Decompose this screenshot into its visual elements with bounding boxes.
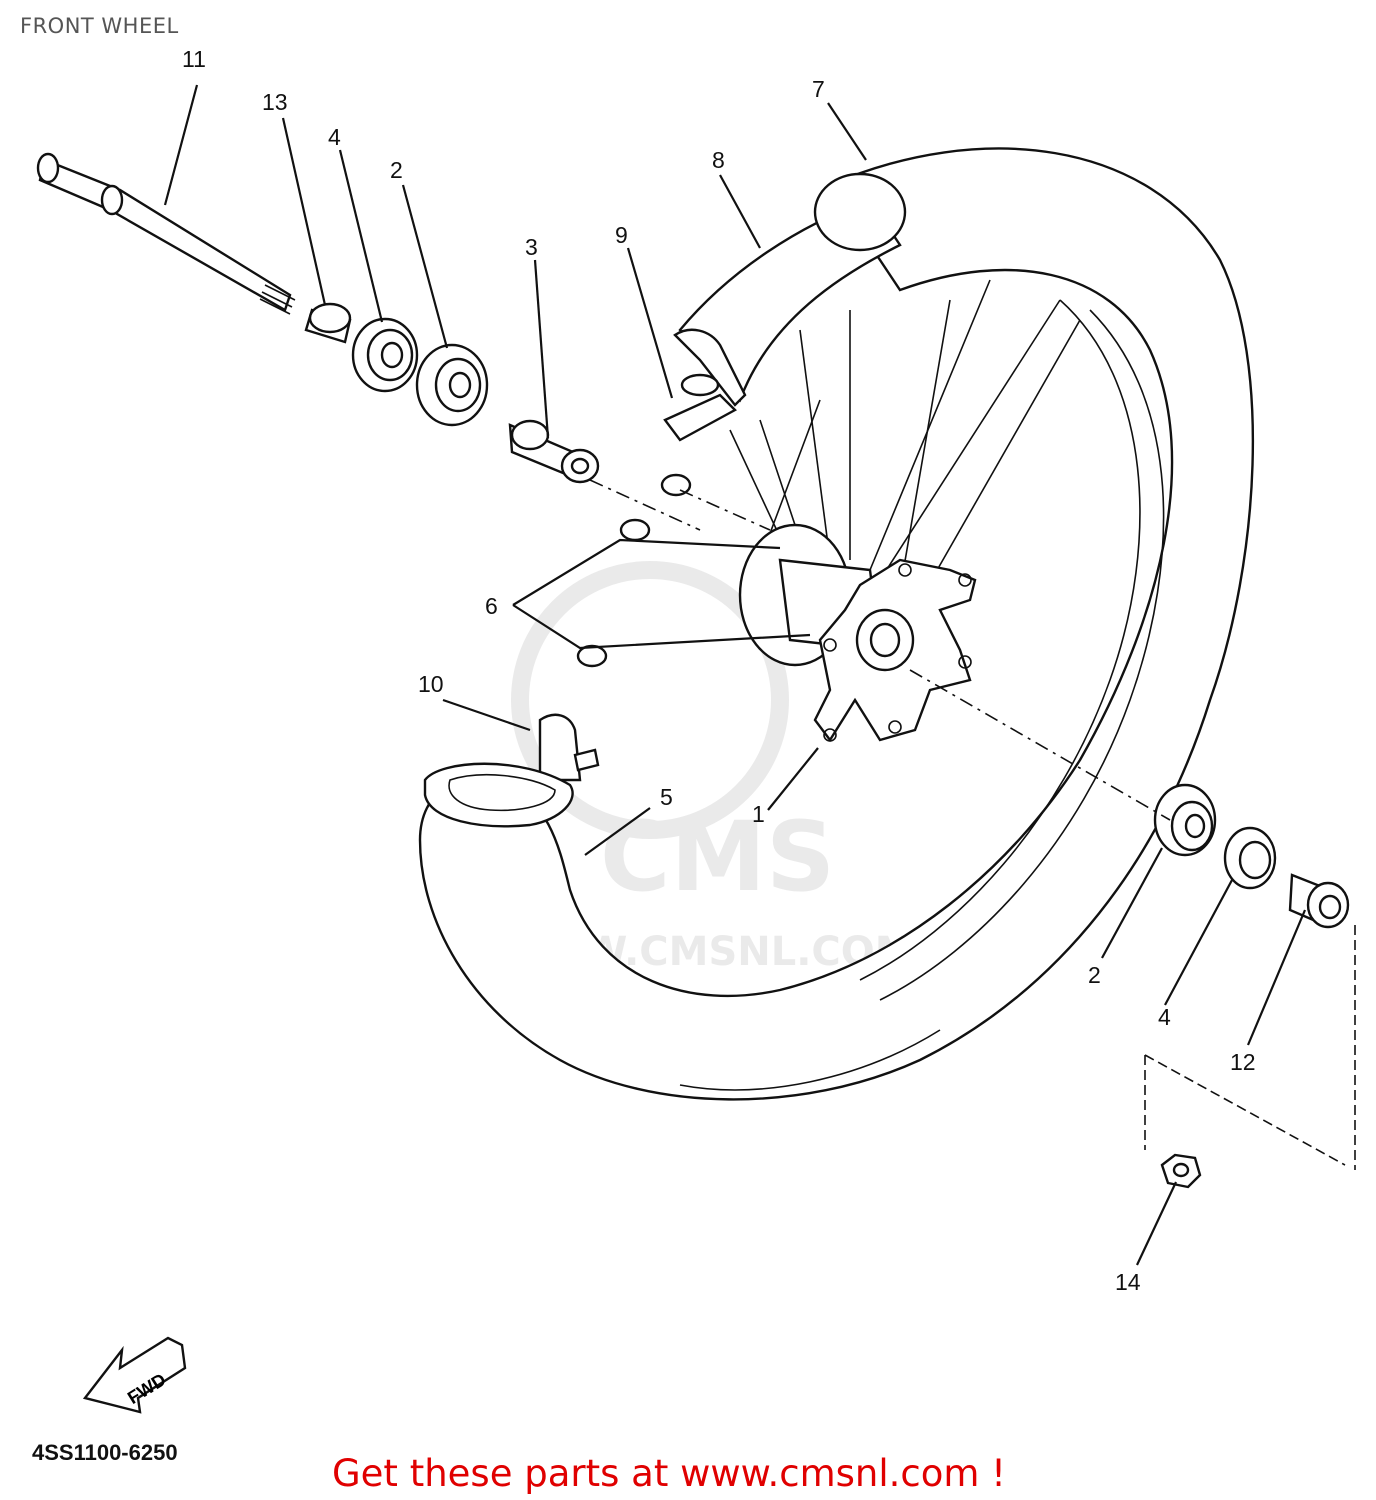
oil-seal-left	[351, 317, 419, 393]
oil-seal-right	[1223, 826, 1277, 890]
watermark-brand: CMS	[600, 801, 835, 913]
callout-8: 8	[712, 147, 725, 173]
bearing-right	[1153, 783, 1217, 857]
promo-link[interactable]: Get these parts at www.cmsnl.com !	[332, 1452, 1007, 1495]
collar-13	[304, 302, 352, 344]
callout-13: 13	[262, 89, 288, 115]
fwd-arrow: FWD	[82, 1336, 187, 1414]
hub	[738, 523, 977, 743]
callout-2-right: 2	[1088, 962, 1101, 988]
callout-6: 6	[485, 593, 498, 619]
bearing-left	[415, 343, 489, 427]
tyre	[418, 147, 1255, 1101]
page-title: FRONT WHEEL	[20, 14, 179, 38]
callout-9: 9	[615, 222, 628, 248]
axle-centreline	[589, 479, 1171, 821]
axle	[36, 152, 296, 315]
spacer	[508, 419, 600, 484]
callout-2: 2	[390, 157, 403, 183]
collar-12	[1288, 873, 1350, 929]
valve	[663, 373, 737, 442]
axle-nut	[1160, 1153, 1202, 1189]
leader-lines	[163, 84, 1356, 1266]
rim-lock-and-tube	[423, 713, 600, 828]
rim-band	[673, 172, 907, 407]
callout-14: 14	[1115, 1269, 1141, 1295]
catalog-code: 4SS1100-6250	[32, 1440, 178, 1465]
callout-5: 5	[660, 784, 673, 810]
spoke-nipples	[576, 473, 692, 668]
spokes	[729, 279, 1081, 601]
callout-7: 7	[812, 76, 825, 102]
callout-labels: 11 13 4 2 3 9 8 7 6 10 5 1 2 4 12 14	[182, 46, 1256, 1295]
callout-10: 10	[418, 671, 444, 697]
callout-4: 4	[328, 124, 341, 150]
callout-1: 1	[752, 801, 765, 827]
callout-11: 11	[182, 46, 206, 72]
callout-4-right: 4	[1158, 1004, 1171, 1030]
callout-3: 3	[525, 234, 538, 260]
callout-12: 12	[1230, 1049, 1256, 1075]
